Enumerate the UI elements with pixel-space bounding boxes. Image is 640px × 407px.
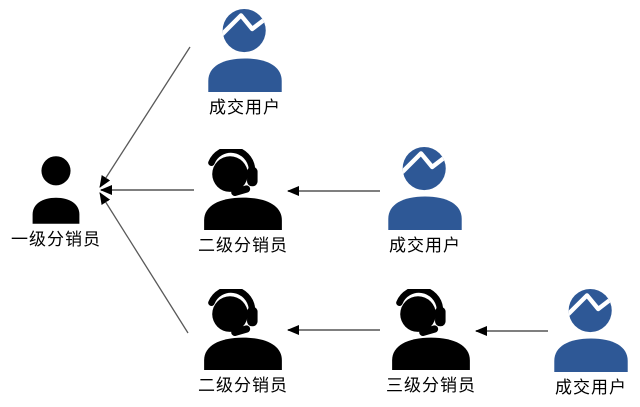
headset-agent-icon — [388, 289, 474, 370]
user-icon — [551, 289, 631, 372]
node-level1-distributor: 一级分销员 — [4, 156, 108, 250]
node-label: 成交用户 — [555, 378, 627, 397]
headset-agent-icon — [200, 289, 286, 370]
node-level2-distributor-bottom: 二级分销员 — [193, 289, 293, 396]
headset-agent-icon — [200, 149, 286, 230]
node-deal-user-top: 成交用户 — [195, 9, 295, 118]
node-label: 三级分销员 — [386, 376, 476, 395]
node-deal-user-bottom: 成交用户 — [541, 289, 640, 398]
node-label: 一级分销员 — [11, 230, 101, 249]
node-level3-distributor: 三级分销员 — [381, 289, 481, 396]
node-label: 二级分销员 — [198, 376, 288, 395]
edge-level2-bottom-to-level1 — [99, 192, 189, 334]
node-deal-user-mid: 成交用户 — [375, 147, 475, 256]
node-level2-distributor-mid: 二级分销员 — [193, 149, 293, 256]
node-label: 成交用户 — [389, 236, 461, 255]
edge-deal-user-top-to-level1 — [99, 46, 191, 188]
person-silhouette-icon — [32, 156, 80, 224]
user-icon — [385, 147, 465, 230]
node-label: 成交用户 — [209, 98, 281, 117]
user-icon — [205, 9, 285, 92]
node-label: 二级分销员 — [198, 236, 288, 255]
